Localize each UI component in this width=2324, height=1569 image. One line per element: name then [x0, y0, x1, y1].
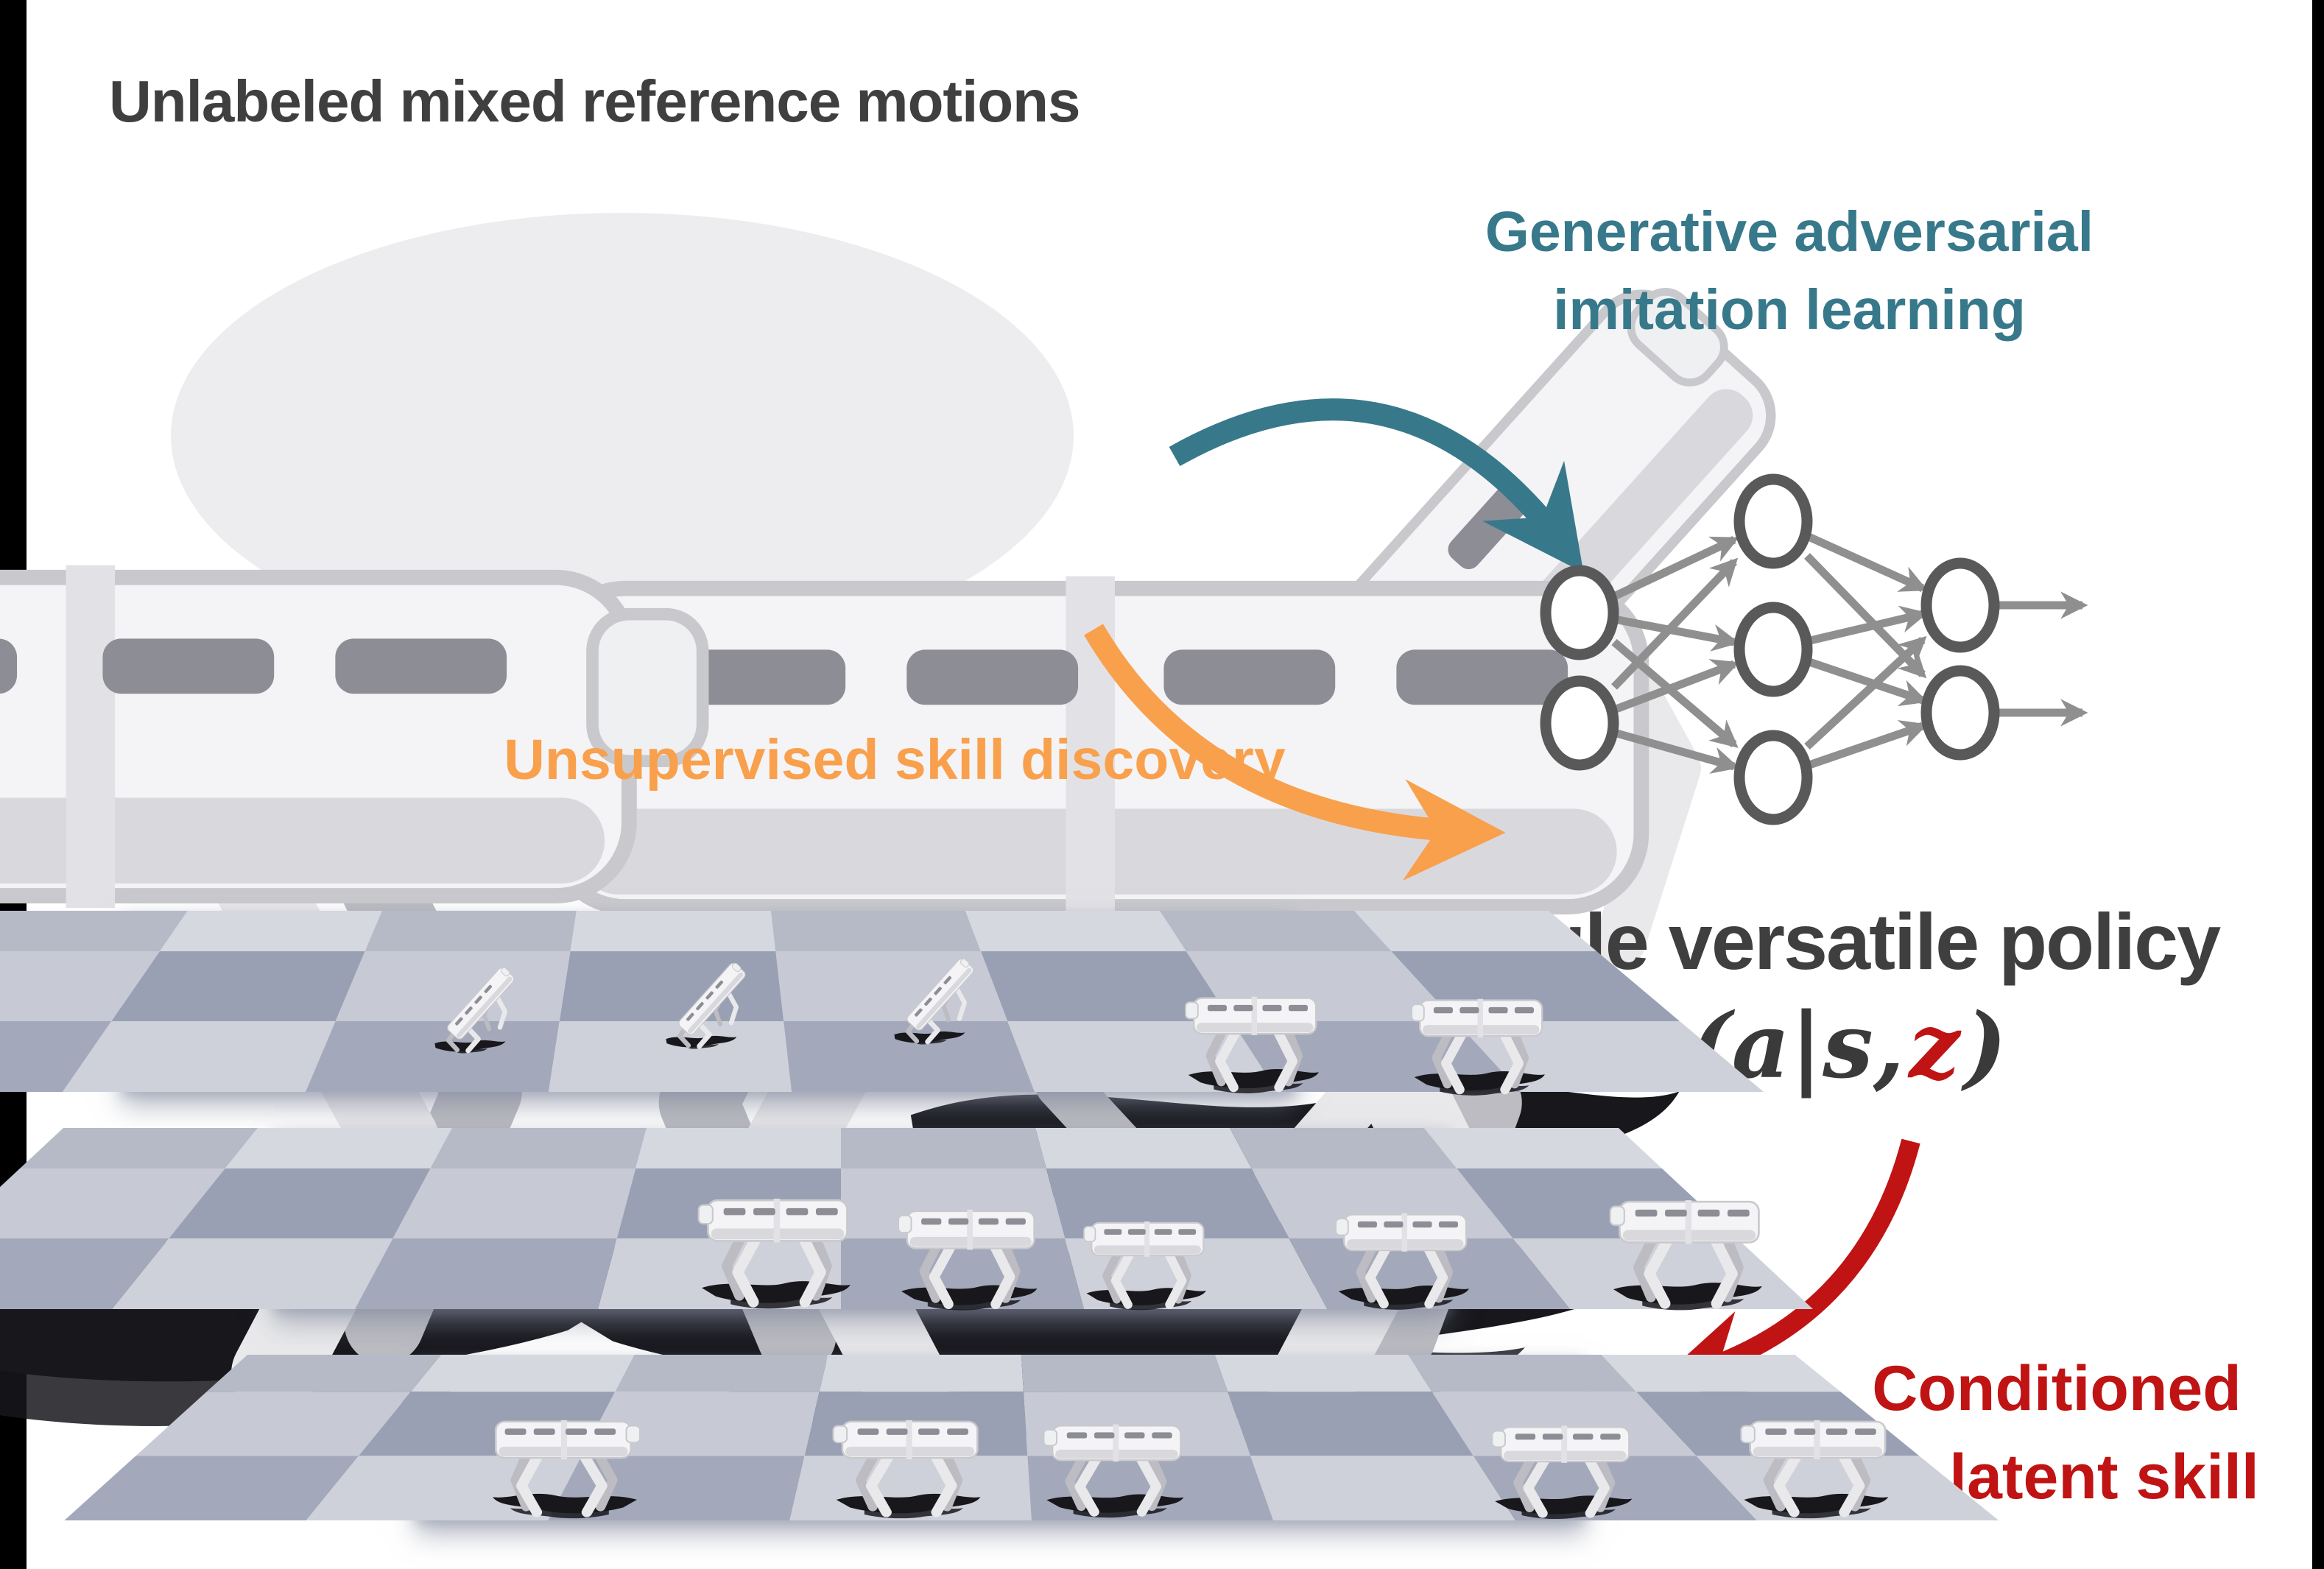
- nn-nodes: [1540, 473, 2000, 825]
- figure-title: Unlabeled mixed reference motions: [109, 68, 1081, 134]
- nn-hidden-node: [1733, 730, 1813, 825]
- motion-strip-1: [0, 911, 1764, 1092]
- nn-hidden-node: [1733, 473, 1813, 569]
- motion-strip-2: [0, 1128, 1813, 1309]
- scene-ellipse: [171, 213, 1074, 659]
- right-letterbox-bar: [2312, 0, 2324, 1569]
- checkerboard-floor: [0, 911, 1764, 1092]
- nn-edges: [1611, 532, 2088, 774]
- skill-discovery-label: Unsupervised skill discovery: [504, 728, 1286, 791]
- gail-label-line1: Generative adversarial: [1485, 200, 2094, 264]
- motion-strip-3: [64, 1355, 1999, 1520]
- gail-arrow-icon: [1169, 398, 1584, 573]
- nn-output-node: [1920, 665, 2000, 761]
- checkerboard-floor: [0, 1128, 1813, 1309]
- nn-hidden-node: [1733, 602, 1813, 697]
- formula-suffix: ): [1964, 992, 2007, 1099]
- reference-motions-scene: [166, 213, 1079, 670]
- nn-output-node: [1920, 557, 2000, 653]
- nn-input-node: [1540, 565, 1619, 660]
- neural-network-icon: [1540, 473, 2088, 825]
- gail-label-line2: imitation learning: [1553, 278, 2026, 342]
- gail-label: Generative adversarial imitation learnin…: [1454, 193, 2124, 349]
- checkerboard-floor: [64, 1355, 1999, 1520]
- nn-input-node: [1540, 675, 1619, 771]
- skill-discovery-arrow-icon: [1084, 624, 1506, 881]
- latent-skill-z: z: [1909, 992, 1960, 1099]
- conditioned-label-line1: Conditioned: [1872, 1353, 2242, 1424]
